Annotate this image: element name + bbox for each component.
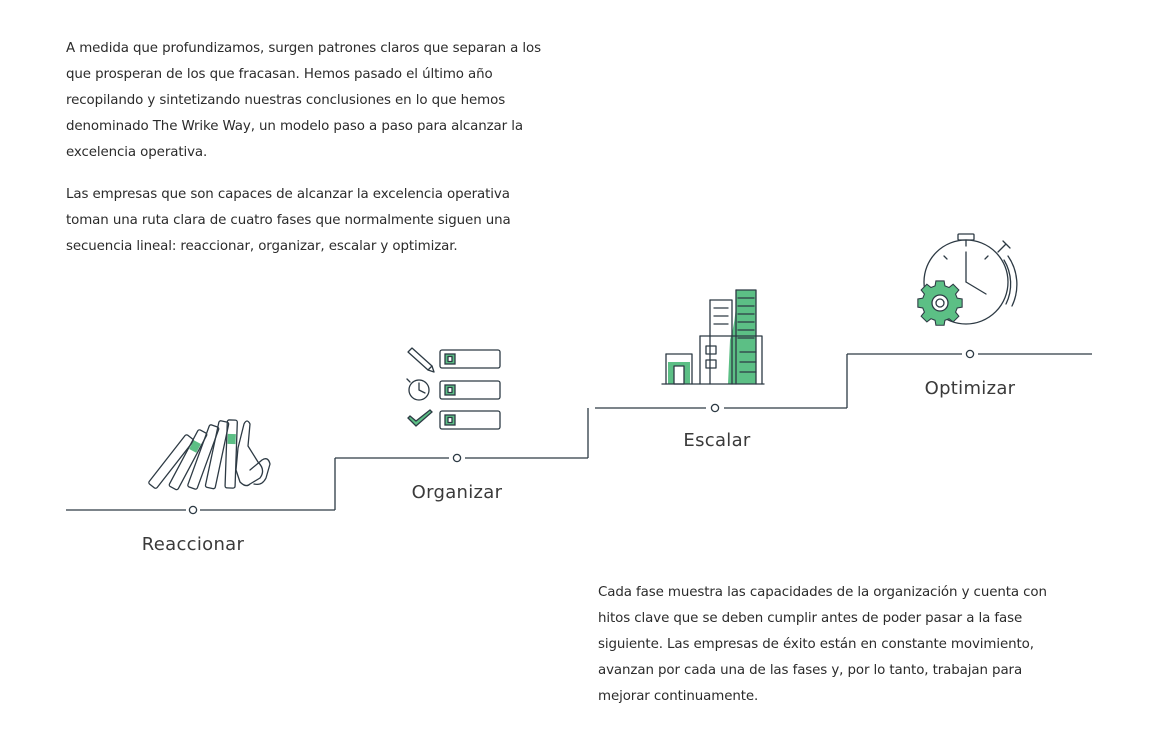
stage-label: Escalar bbox=[683, 430, 751, 451]
stage-label: Organizar bbox=[412, 482, 503, 503]
stage-label: Reaccionar bbox=[142, 534, 245, 555]
stage-marker bbox=[188, 505, 198, 515]
stage-optimizar: Optimizar bbox=[847, 233, 1092, 399]
stage-escalar: Escalar bbox=[595, 289, 847, 451]
stage-reaccionar: Reaccionar bbox=[66, 419, 335, 555]
intro-text: A medida que profundizamos, surgen patro… bbox=[66, 36, 556, 276]
stage-marker bbox=[710, 403, 720, 413]
pencil-icon bbox=[407, 347, 435, 373]
stage-marker bbox=[452, 453, 462, 463]
stopwatch-gear-icon bbox=[917, 233, 1018, 326]
closing-text: Cada fase muestra las capacidades de la … bbox=[598, 580, 1068, 710]
intro-paragraph-2: Las empresas que son capaces de alcanzar… bbox=[66, 187, 511, 254]
stage-organizar: Organizar bbox=[335, 347, 588, 503]
checklist-icon bbox=[406, 347, 501, 430]
closing-paragraph: Cada fase muestra las capacidades de la … bbox=[598, 585, 1047, 704]
checkmark-icon bbox=[407, 409, 433, 427]
intro-paragraph-1: A medida que profundizamos, surgen patro… bbox=[66, 41, 542, 160]
clock-icon bbox=[406, 378, 430, 401]
dominoes-hand-icon bbox=[148, 419, 271, 491]
stage-marker bbox=[965, 349, 975, 359]
stage-label: Optimizar bbox=[925, 378, 1016, 399]
buildings-icon bbox=[661, 289, 765, 385]
